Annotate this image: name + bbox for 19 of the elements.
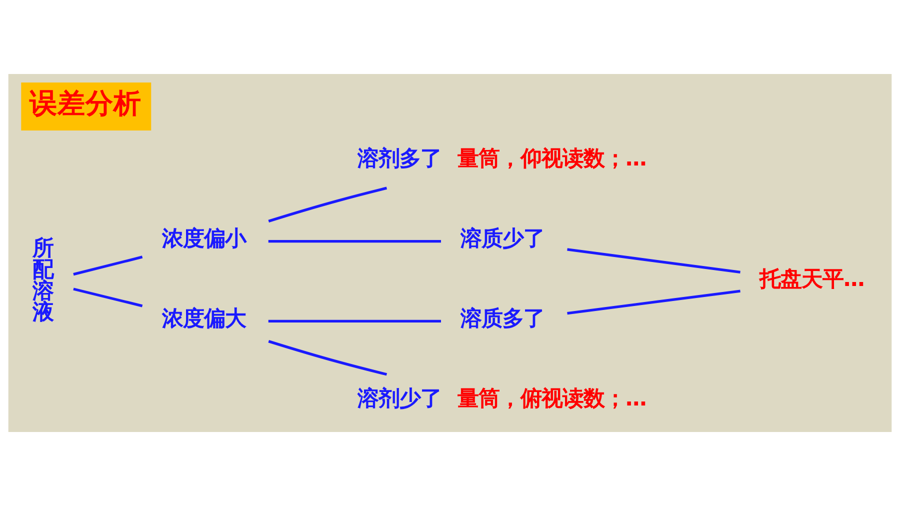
connector [73, 256, 143, 276]
node-text: 托盘天平… [760, 267, 865, 292]
connector [268, 240, 441, 243]
diagram-title: 误差分析 [30, 86, 142, 120]
connector [73, 288, 143, 308]
connector [567, 248, 740, 274]
node-label: 量筒，仰视读数；… [457, 146, 647, 172]
connector [268, 186, 388, 222]
node-text: 浓度偏大 [162, 306, 246, 332]
node-text: 溶质多了 [460, 306, 545, 332]
node-label: 量筒，俯视读数；… [457, 386, 647, 412]
node-text: 所配溶液 [32, 236, 54, 326]
node-text: 溶质少了 [460, 226, 545, 252]
connector [268, 340, 388, 376]
connector [567, 290, 740, 315]
node-text: 溶剂多了 [357, 146, 442, 172]
node-text: 溶剂少了 [357, 386, 442, 412]
connector [268, 320, 441, 323]
node-text: 浓度偏小 [162, 226, 246, 252]
